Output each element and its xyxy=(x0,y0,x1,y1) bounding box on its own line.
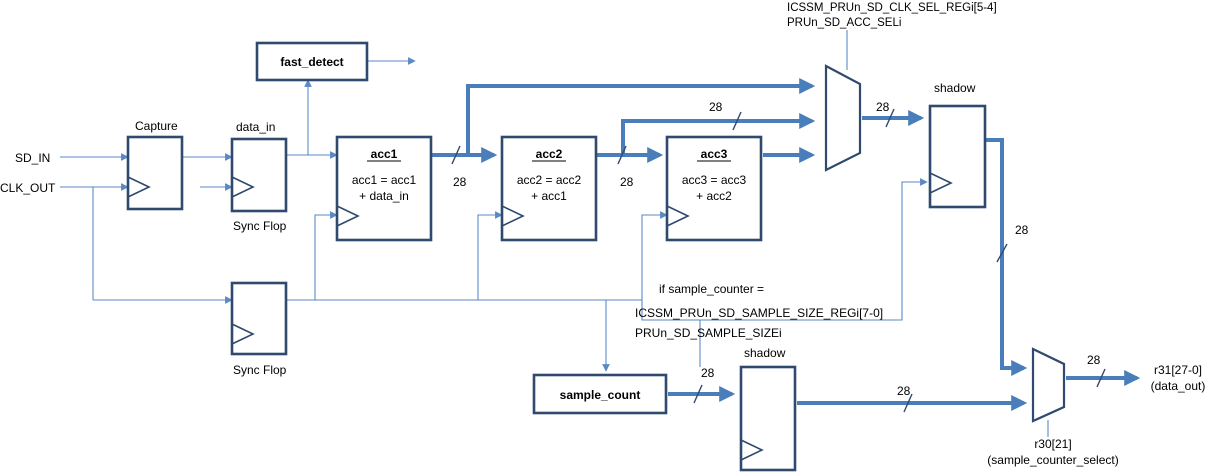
data-sync-flop-box xyxy=(230,137,288,213)
clock-input-icon xyxy=(501,205,525,227)
fast-detect-label: fast_detect xyxy=(280,55,343,69)
clock-input-icon xyxy=(666,205,690,227)
sd-in-label: SD_IN xyxy=(15,151,50,165)
clk-shadow-top-wire xyxy=(641,178,928,321)
shadow-bottom-box xyxy=(739,365,797,472)
mux-shape xyxy=(824,64,862,172)
clock-input-icon xyxy=(231,323,255,345)
capture-flop: Capture xyxy=(126,119,184,211)
acc3-formula-line1: acc3 = acc3 xyxy=(682,173,747,187)
acc3-title: acc3 xyxy=(701,147,728,161)
bus-tick xyxy=(996,243,1008,263)
acc3-box xyxy=(665,135,763,242)
sample-count-block: sample_count xyxy=(532,373,668,415)
acc1-block: acc1 acc1 = acc1 + data_in xyxy=(335,135,433,242)
clock-input-icon xyxy=(231,176,255,198)
mux-select-reg-label: ICSSM_PRUn_SD_CLK_SEL_REGi[5-4] xyxy=(787,2,997,14)
bus-ticks xyxy=(451,108,1106,413)
bus-width-label: 28 xyxy=(453,175,467,189)
shadow-register-bottom: shadow xyxy=(739,346,797,472)
fast-detect-box xyxy=(255,41,369,82)
acc2-box xyxy=(500,135,598,242)
bus-tick xyxy=(451,145,461,165)
clock-input-icon xyxy=(929,172,953,194)
mux-select-field-label: PRUn_SD_ACC_SELi xyxy=(787,17,901,29)
output-select-mux: r30[21] (sample_counter_select) xyxy=(987,347,1119,467)
clock-input-icon xyxy=(336,205,360,227)
output-name-label: (data_out) xyxy=(1151,379,1206,393)
data-sync-flop: data_in Sync Flop xyxy=(230,120,288,233)
acc2-block: acc2 acc2 = acc2 + acc1 xyxy=(500,135,598,242)
capture-label: Capture xyxy=(135,119,178,133)
clk-out-label: CLK_OUT xyxy=(0,181,56,195)
acc2-formula-line2: + acc1 xyxy=(531,189,567,203)
bus-tick xyxy=(693,384,703,404)
bus-tick xyxy=(617,145,627,165)
data-in-label: data_in xyxy=(236,120,275,134)
bus-tick xyxy=(732,111,742,131)
bus-width-label: 28 xyxy=(701,366,715,380)
mux-out-select-field-label: (sample_counter_select) xyxy=(987,453,1118,467)
output-reg-label: r31[27-0] xyxy=(1154,363,1202,377)
mux-shape xyxy=(1031,347,1066,423)
bus-width-label: 28 xyxy=(1087,353,1101,367)
fast-detect-block: fast_detect xyxy=(255,41,369,82)
clk-acc1-wire xyxy=(314,211,338,300)
shadow-to-out-mux-bus xyxy=(986,138,1028,376)
acc3-formula-line2: + acc2 xyxy=(696,189,732,203)
clk-acc3-wire xyxy=(641,211,668,300)
bus-width-label: 28 xyxy=(876,100,890,114)
accumulator-select-mux: ICSSM_PRUn_SD_CLK_SEL_REGi[5-4] PRUn_SD_… xyxy=(787,2,997,172)
clock-input-icon xyxy=(740,439,764,461)
acc1-formula-line2: + data_in xyxy=(359,189,409,203)
acc1-to-mux-bus xyxy=(466,78,816,155)
sync-flop-label: Sync Flop xyxy=(233,219,287,233)
thin-wires xyxy=(60,30,1049,437)
acc2-formula-line1: acc2 = acc2 xyxy=(517,173,582,187)
clk-acc2-wire xyxy=(477,211,503,300)
bus-tick xyxy=(1096,368,1106,388)
sync-flop-label: Sync Flop xyxy=(233,363,287,377)
condition-line1: if sample_counter = xyxy=(659,282,764,296)
clock-sync-flop-box xyxy=(230,281,288,356)
bus-width-label: 28 xyxy=(1015,223,1029,237)
acc2-title: acc2 xyxy=(536,147,563,161)
acc1-formula-line1: acc1 = acc1 xyxy=(352,173,417,187)
bus-width-label: 28 xyxy=(709,100,723,114)
bus-width-label: 28 xyxy=(620,175,634,189)
capture-flop-box xyxy=(126,135,184,211)
condition-line3: PRUn_SD_SAMPLE_SIZEi xyxy=(635,326,782,340)
shadow-top-box xyxy=(928,104,987,209)
acc3-block: acc3 acc3 = acc3 + acc2 xyxy=(665,135,763,242)
shadow-register-top: shadow xyxy=(928,81,987,209)
sample-count-box xyxy=(532,373,668,415)
clock-input-icon xyxy=(127,176,151,198)
bus-tick xyxy=(903,393,913,413)
bus-width-label: 28 xyxy=(897,384,911,398)
bus-tick xyxy=(885,108,895,128)
acc2-to-mux-bus xyxy=(621,113,816,155)
shadow-bottom-label: shadow xyxy=(744,346,786,360)
sample-count-label: sample_count xyxy=(560,388,641,402)
sample-size-condition: if sample_counter = ICSSM_PRUn_SD_SAMPLE… xyxy=(635,282,883,340)
condition-line2: ICSSM_PRUn_SD_SAMPLE_SIZE_REGi[7-0] xyxy=(635,306,883,320)
acc1-title: acc1 xyxy=(371,147,398,161)
acc1-box xyxy=(335,135,433,242)
shadow-top-label: shadow xyxy=(934,81,976,95)
bus-width-labels: 28 28 28 28 28 28 28 28 xyxy=(453,100,1101,398)
clock-sync-flop: Sync Flop xyxy=(230,281,288,377)
mux-out-select-reg-label: r30[21] xyxy=(1034,437,1071,451)
